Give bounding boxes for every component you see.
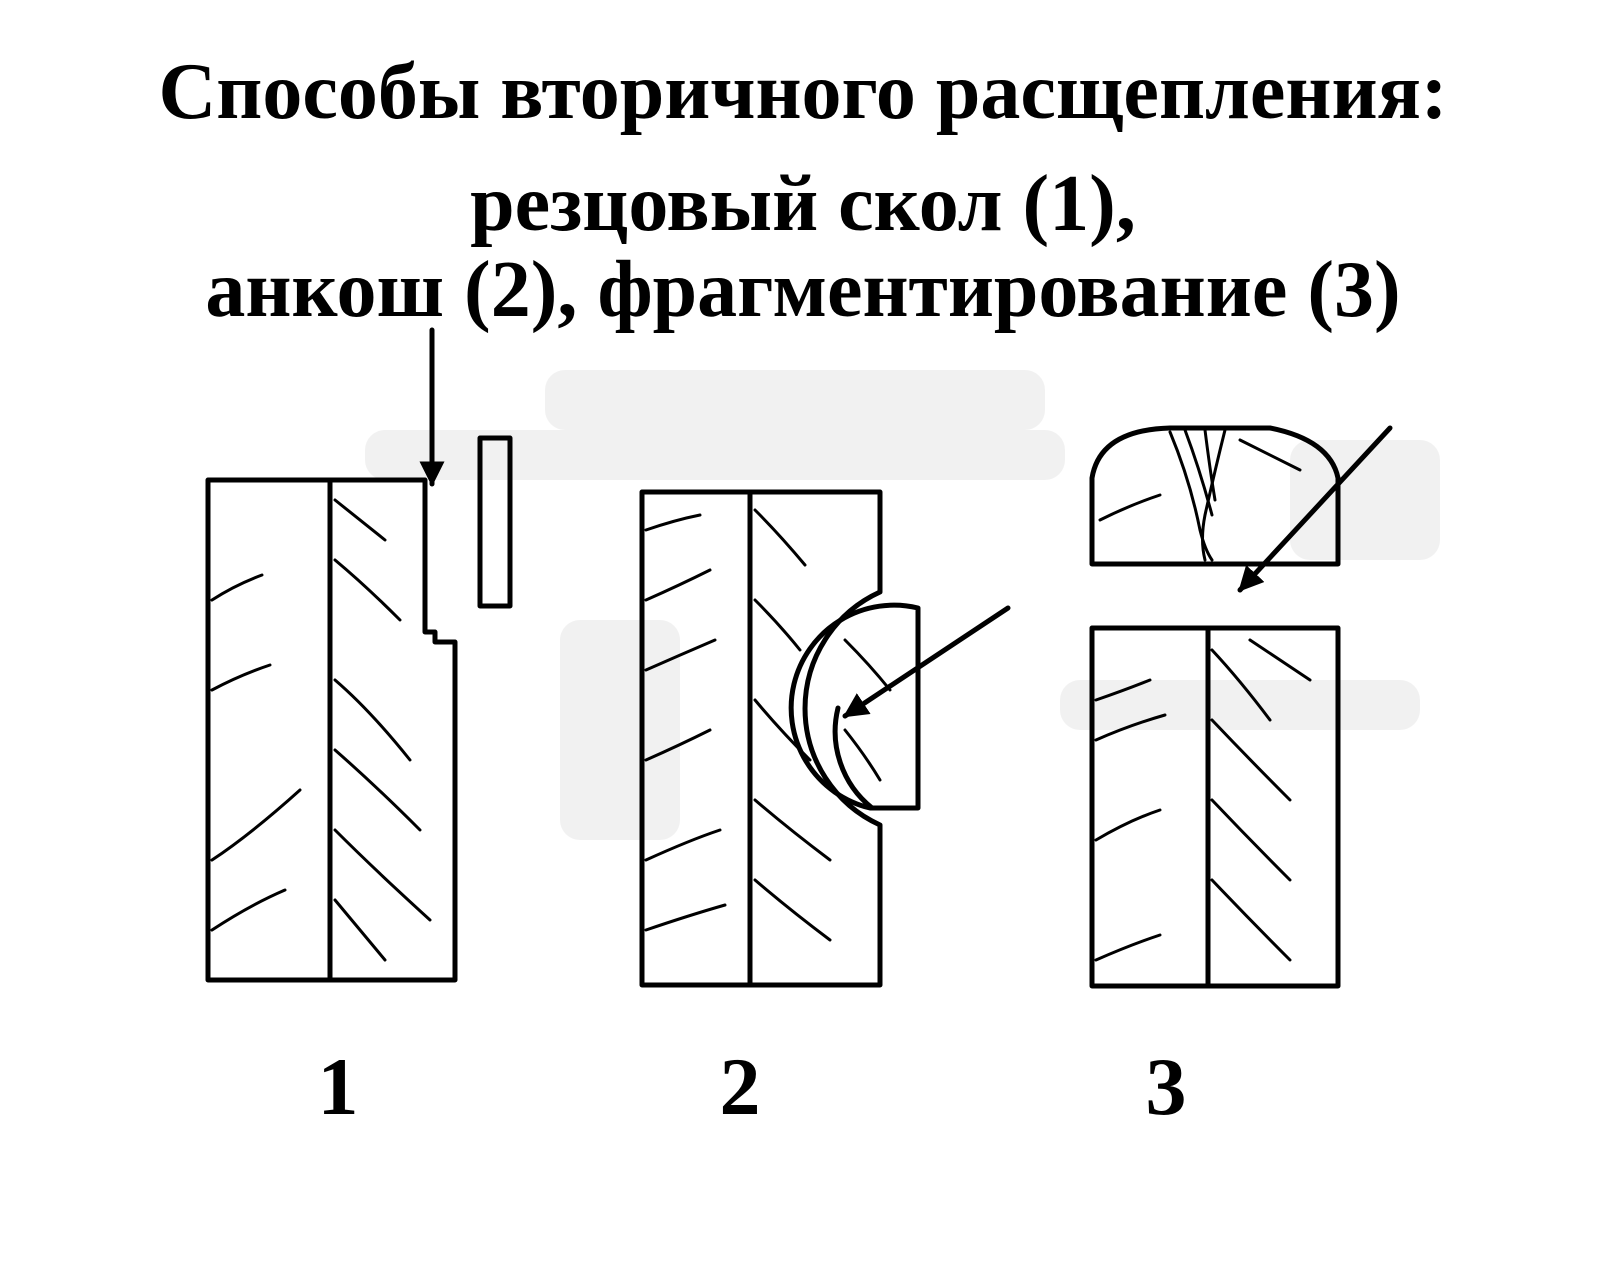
figure-1-flake-scars [210,498,432,962]
figure-3-fracture-lines [1098,428,1302,562]
figure-2-number: 2 [719,1041,761,1132]
figure-1-removed-spall [477,435,513,609]
figure-1-number: 1 [317,1041,359,1132]
title-line-2: резцовый скол (1), [470,160,1136,248]
title-line-3: анкош (2), фрагментирование (3) [205,246,1401,334]
figure-1-burin-blow [205,327,513,983]
figure-2-flake-scars [644,508,892,942]
figure-3-lower-fragment [1089,625,1341,989]
figure-3-number: 3 [1145,1041,1187,1132]
background-stipple [365,370,1440,840]
figure-3-flake-scars [1094,638,1312,962]
figure-1-blank-outline [205,477,458,983]
figure-2-notch [639,489,1011,988]
figure-3-fragmentation [1089,425,1393,989]
figure-2-removed-flake [788,602,921,811]
figure-2-impact-arrow [842,605,1011,719]
figure-2-blank-outline [639,489,883,988]
figure-3-impact-arrow [1237,425,1393,593]
figure-2-notch-inner-edge [832,705,875,811]
title-line-1: Способы вторичного расщепления: [158,48,1448,136]
figure-3-upper-fragment [1089,425,1341,567]
